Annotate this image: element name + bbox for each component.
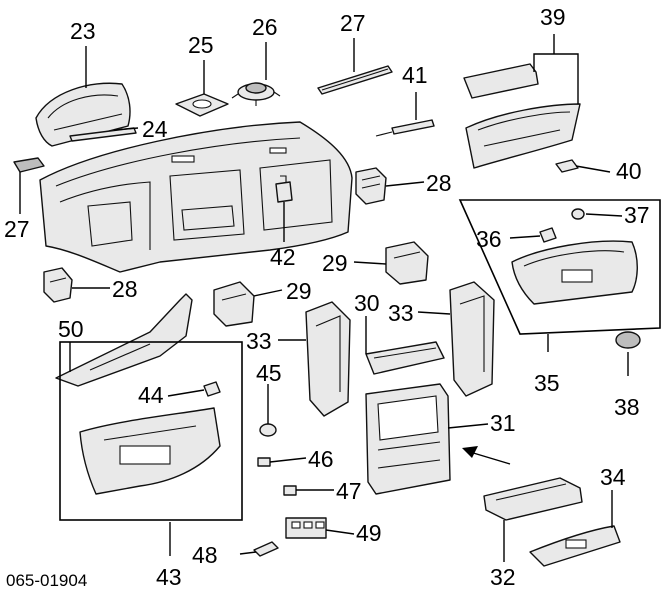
clip-part-47 [283, 485, 297, 496]
pin-part-46 [257, 457, 271, 467]
callout-36: 36 [476, 226, 502, 252]
box-part-29-lower [213, 281, 255, 327]
callout-46: 46 [308, 446, 334, 472]
callout-49: 49 [356, 520, 382, 546]
callout-28-left: 28 [112, 276, 138, 302]
callout-31: 31 [490, 410, 516, 436]
clip-part-40 [555, 159, 579, 173]
side-trim-part-33-right [449, 281, 495, 397]
defroster-rod-part-27 [317, 65, 393, 95]
callout-47: 47 [336, 478, 362, 504]
callout-27-top: 27 [340, 10, 366, 36]
vent-part-28-left [43, 267, 73, 303]
instrument-panel [39, 121, 353, 273]
callout-45: 45 [256, 360, 282, 386]
callout-33-right: 33 [388, 300, 414, 326]
box-part-29-upper [385, 241, 429, 285]
callout-35: 35 [534, 370, 560, 396]
callout-26: 26 [252, 14, 278, 40]
callout-44: 44 [138, 382, 164, 408]
clip-part-48 [253, 541, 279, 557]
leader-lines [19, 34, 629, 562]
callout-27-left: 27 [4, 216, 30, 242]
lower-cover-part-43 [79, 407, 221, 495]
callout-29-upper: 29 [322, 250, 348, 276]
callout-39: 39 [540, 4, 566, 30]
center-cluster-part-31 [365, 383, 451, 495]
glovebox-upper-part-39 [463, 63, 581, 169]
bracket-part-50 [55, 293, 193, 387]
callout-30: 30 [354, 290, 380, 316]
callout-33-left: 33 [246, 328, 272, 354]
diagram-code: 065-01904 [6, 571, 88, 590]
callout-37: 37 [624, 202, 650, 228]
callout-23: 23 [70, 18, 96, 44]
cap-part-45 [259, 423, 277, 437]
knob-part-37 [571, 208, 585, 220]
speaker-part-26 [231, 82, 281, 106]
vent-part-28-mid [355, 167, 387, 205]
callout-43: 43 [156, 564, 182, 590]
meter-hood-part-23 [35, 82, 131, 147]
fastener-part-44 [203, 381, 221, 397]
side-trim-part-33-left [305, 301, 351, 417]
callout-40: 40 [616, 158, 642, 184]
panel-part-34 [529, 525, 621, 567]
callout-42: 42 [270, 244, 296, 270]
direction-arrow [462, 446, 511, 465]
clip-part-42 [275, 175, 293, 203]
tray-part-32 [483, 477, 583, 521]
frame-glovebox-group [458, 199, 661, 335]
callout-28-mid: 28 [426, 170, 452, 196]
callout-38: 38 [614, 394, 640, 420]
clip-part-27 [13, 157, 45, 173]
tray-part-30 [365, 341, 445, 375]
pad-part-25 [175, 93, 229, 117]
callout-48: 48 [192, 542, 218, 568]
glovebox-door-part-35 [511, 240, 638, 305]
knob-part-38 [615, 331, 641, 349]
frame-lower-cover-group [59, 341, 243, 521]
callout-34: 34 [600, 464, 626, 490]
callout-41: 41 [402, 62, 428, 88]
switch-panel-part-49 [285, 517, 327, 539]
latch-part-36 [539, 227, 557, 243]
callout-32: 32 [490, 564, 516, 590]
bar-part-41 [375, 119, 435, 137]
trim-strip-part-24 [69, 127, 137, 142]
callout-25: 25 [188, 32, 214, 58]
callout-50: 50 [58, 316, 84, 342]
callout-24: 24 [142, 116, 168, 142]
callout-29-lower: 29 [286, 278, 312, 304]
